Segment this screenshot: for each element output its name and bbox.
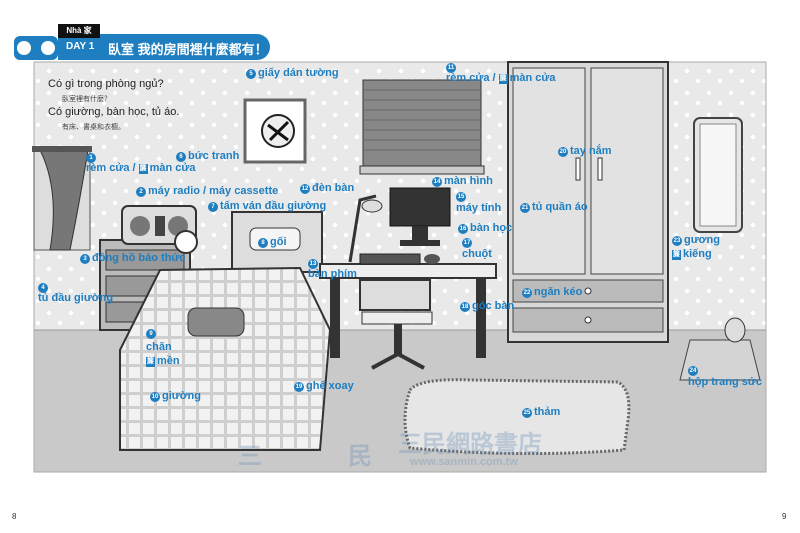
question-chinese: 臥室裡有什麼？ xyxy=(62,96,111,103)
watermark-url: www.sanmin.com.tw xyxy=(410,456,518,468)
watermark: 三 民 三民網路書店 www.sanmin.com.tw xyxy=(230,424,570,474)
watermark-mark-1: 三 xyxy=(238,443,262,470)
question-vietnamese: Có gì trong phòng ngủ? xyxy=(48,78,164,90)
section-tag: Nhà 家 xyxy=(58,24,100,38)
day-label: DAY 1 xyxy=(66,41,95,52)
answer-chinese: 有床、書桌和衣櫥。 xyxy=(62,124,125,131)
page-number-left: 8 xyxy=(12,512,17,521)
lesson-header-bar xyxy=(58,34,270,60)
page-title: 臥室 我的房間裡什麼都有！ xyxy=(108,42,268,57)
answer-vietnamese: Có giường, bàn học, tủ áo. xyxy=(48,106,180,118)
watermark-mark-2: 民 xyxy=(348,443,372,470)
watermark-name: 三民網路書店 xyxy=(398,431,542,458)
page-number-right: 9 xyxy=(782,512,787,521)
